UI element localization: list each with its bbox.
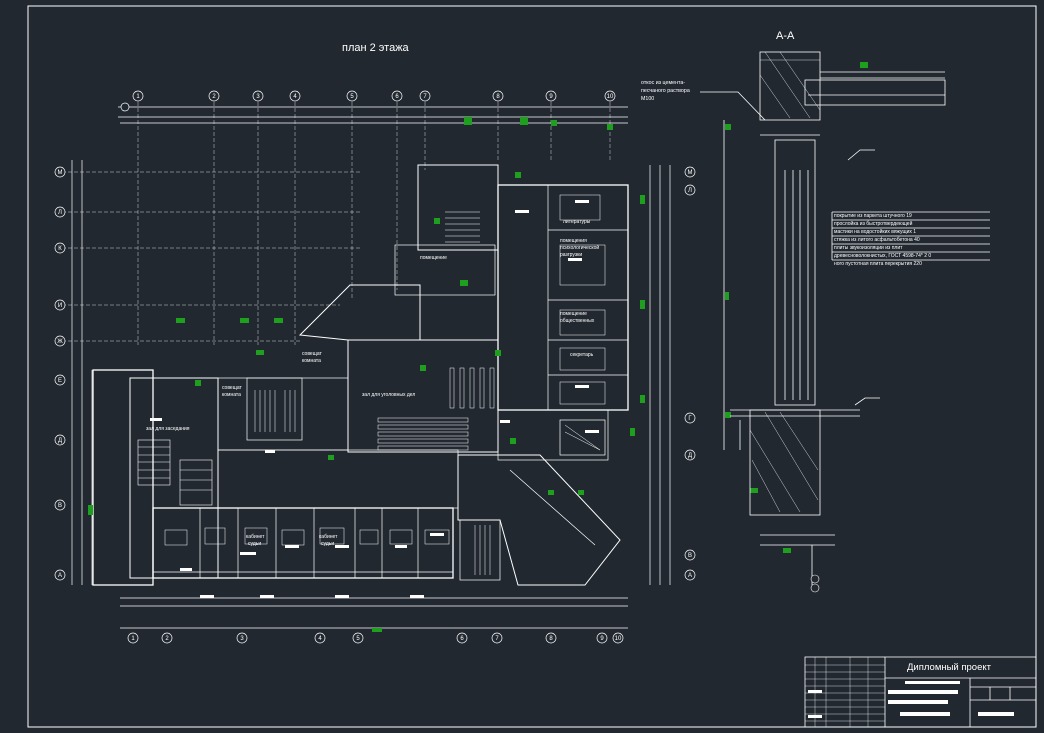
section-title: А-А xyxy=(776,30,795,42)
axis-label-top-10: 10 xyxy=(607,94,614,100)
floor-layer-1: покрытие из паркета штучного 19 xyxy=(834,213,912,219)
axis-label-left-4: И xyxy=(58,303,62,309)
axis-label-left-8: В xyxy=(58,503,62,509)
axis-lines-horizontal xyxy=(62,171,360,342)
axis-label-top-7: 7 xyxy=(423,94,427,100)
dense-annotations xyxy=(150,200,599,598)
floor-layer-7: ного пустотная плита перекрытия 220 xyxy=(834,261,922,267)
axis-label-bottom-4: 4 xyxy=(318,636,322,642)
room-hall-left: зал для заседания xyxy=(146,426,190,432)
project-title: Дипломный проект xyxy=(907,662,992,673)
axis-label-bottom-1: 1 xyxy=(131,636,135,642)
axis-label-left-1: М xyxy=(58,170,63,176)
axis-label-left-6: Е xyxy=(58,378,62,384)
axis-bubbles-top xyxy=(120,90,616,112)
room-cabinet-2-line2: судьи xyxy=(321,541,334,547)
floor-layer-6: древесноволокнистых, ГОСТ 4598-74* 2 0 xyxy=(834,253,931,259)
axis-label-top-6: 6 xyxy=(395,94,399,100)
green-markers xyxy=(88,62,868,632)
floor-plan xyxy=(62,102,671,629)
axis-lines-vertical xyxy=(137,102,611,345)
room-cabinet-1-line2: судьи xyxy=(248,541,261,547)
section-note-line3: М100 xyxy=(641,96,654,102)
section-note-line1: откос из цемента- xyxy=(641,80,685,86)
axis-label-right-5: В xyxy=(688,553,692,559)
axis-label-bottom-3: 3 xyxy=(240,636,244,642)
room-judges-line2: комната xyxy=(302,358,321,364)
axis-bubbles-left xyxy=(54,166,66,581)
axis-label-right-3: Г xyxy=(688,416,692,422)
floor-layer-5: плиты звукоизоляции из плит xyxy=(834,245,903,251)
section-axis-bubble-1 xyxy=(810,574,820,584)
axis-bubbles-right xyxy=(684,166,696,581)
axis-label-top-1: 1 xyxy=(136,94,140,100)
section-aa xyxy=(700,51,990,585)
floor-layer-2: прослойка из быстротвердеющей xyxy=(834,220,913,227)
axis-label-bottom-6: 6 xyxy=(460,636,464,642)
room-psych-line2: психологической xyxy=(560,244,599,251)
room-public-line1: помещение xyxy=(560,311,587,317)
room-psych-line3: разгрузки xyxy=(560,252,582,258)
axis-label-left-5: Ж xyxy=(57,339,63,345)
room-literature: литературы xyxy=(563,219,591,225)
plan-title: план 2 этажа xyxy=(342,42,410,54)
room-public-line2: общественных xyxy=(560,318,595,324)
axis-label-top-9: 9 xyxy=(549,94,553,100)
room-deliberation-line2: комната xyxy=(222,392,241,398)
axis-label-top-8: 8 xyxy=(496,94,500,100)
axis-label-top-2: 2 xyxy=(212,94,216,100)
axis-label-left-3: К xyxy=(58,246,62,252)
room-hall: зал для уголовных дел xyxy=(362,392,415,398)
room-deliberation-line1: совещат xyxy=(222,385,243,391)
axis-label-bottom-10: 10 xyxy=(615,636,622,642)
axis-label-right-4: Д xyxy=(688,453,692,459)
axis-label-top-3: 3 xyxy=(256,94,260,100)
axis-label-bottom-8: 8 xyxy=(549,636,553,642)
section-note-line2: песчаного раствора xyxy=(641,88,690,94)
axis-label-left-2: Л xyxy=(58,210,62,216)
axis-label-right-2: Л xyxy=(688,188,692,194)
room-cabinet-2-line1: кабинет xyxy=(319,534,338,540)
axis-label-bottom-7: 7 xyxy=(495,636,499,642)
axis-label-left-9: А xyxy=(58,573,62,579)
title-block-fills xyxy=(808,681,1014,718)
axis-label-top-5: 5 xyxy=(350,94,354,100)
room-cabinet-1-line1: кабинет xyxy=(246,534,265,540)
axis-label-right-1: М xyxy=(688,170,693,176)
axis-bubbles-bottom xyxy=(127,632,624,644)
axis-label-left-7: Д xyxy=(58,438,62,444)
section-axis-bubble-2 xyxy=(810,583,820,593)
room-judges-line1: совещат xyxy=(302,351,323,357)
axis-label-bottom-9: 9 xyxy=(600,636,604,642)
axis-label-bottom-5: 5 xyxy=(356,636,360,642)
floor-layer-4: стяжка из литого асфальтобетона 40 xyxy=(834,237,920,243)
sheet-frame xyxy=(27,5,1037,728)
axis-label-right-6: А xyxy=(688,573,692,579)
floor-layer-3: мастики на водостойких вяжущих 1 xyxy=(834,228,916,235)
room-psych-line1: помещения xyxy=(560,238,587,244)
axis-label-bottom-2: 2 xyxy=(165,636,169,642)
axis-label-top-4: 4 xyxy=(293,94,297,100)
room-lobby: помещение xyxy=(420,255,447,261)
room-secretary: секретарь xyxy=(570,352,594,358)
